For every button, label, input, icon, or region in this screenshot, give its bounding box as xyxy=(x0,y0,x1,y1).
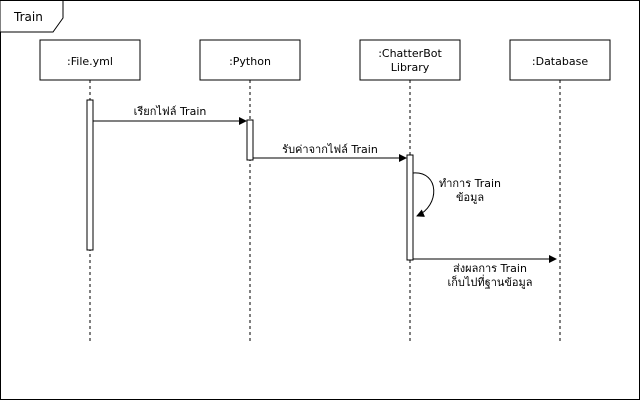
message-label-3-line1: ทำการ Train xyxy=(439,177,501,190)
participant-python: :Python xyxy=(199,39,301,81)
frame-label-tab xyxy=(0,0,64,33)
message-label-4-line1: ส่งผลการ Train xyxy=(453,262,527,275)
message-label-1: เรียกไฟล์ Train xyxy=(134,105,207,118)
frame-title: Train xyxy=(13,10,43,24)
message-arrow-3-self xyxy=(412,172,435,217)
activation-chatterbot xyxy=(406,154,414,261)
message-label-3-line2: ข้อมูล xyxy=(456,191,484,204)
message-label-4-line2: เก็บไปที่ฐานข้อมูล xyxy=(447,274,532,289)
participant-database-label: :Database xyxy=(532,55,588,68)
message-label-2: รับค่าจากไฟล์ Train xyxy=(282,143,378,156)
participant-file-label: :File.yml xyxy=(67,55,113,68)
activation-file xyxy=(86,99,94,251)
participant-chatterbot-label-line1: :ChatterBot xyxy=(378,47,442,60)
participant-chatterbot-label-line2: Library xyxy=(391,61,430,74)
participant-file: :File.yml xyxy=(39,39,141,81)
activation-python xyxy=(246,119,254,161)
participant-chatterbot: :ChatterBot Library xyxy=(359,39,461,81)
participant-python-label: :Python xyxy=(229,55,271,68)
participant-database: :Database xyxy=(509,39,611,81)
